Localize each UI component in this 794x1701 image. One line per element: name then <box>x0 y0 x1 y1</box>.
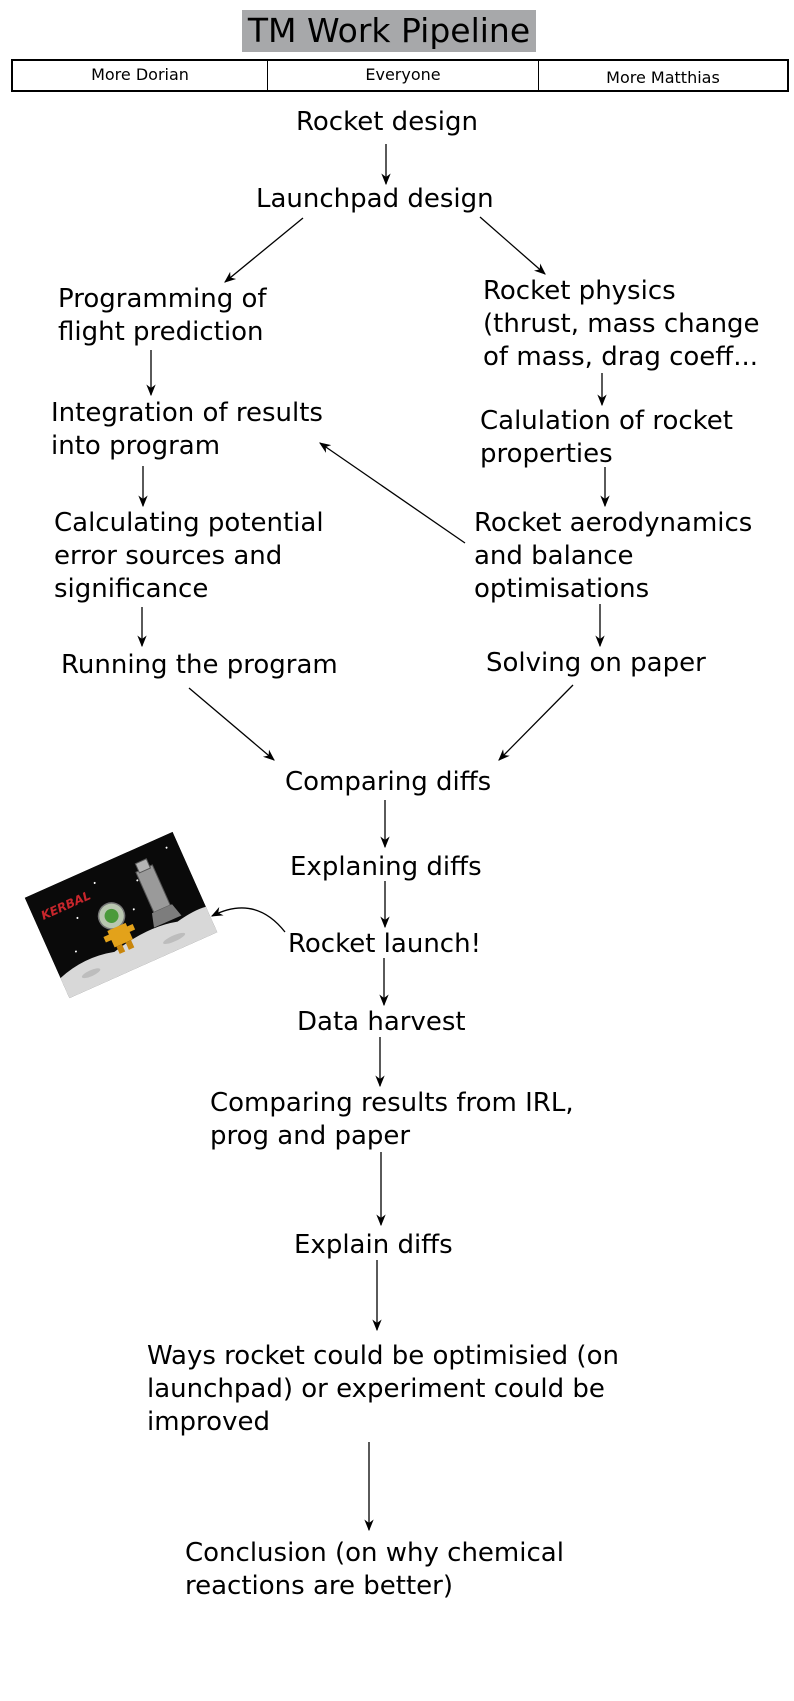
node-line: (thrust, mass change <box>483 309 760 339</box>
node-line: flight prediction <box>58 317 264 347</box>
header-col-matthias: More Matthias <box>606 68 720 87</box>
node-ways-optimised: Ways rocket could be optimisied (on laun… <box>147 1340 619 1439</box>
node-line: Calulation of rocket <box>480 406 733 436</box>
arrow-launchpad-to-programming <box>224 217 304 283</box>
arrow-launchpad-to-physics <box>479 216 546 275</box>
kerbal-image: KERBAL <box>24 831 218 999</box>
node-line: Rocket physics <box>483 276 676 306</box>
node-running-program: Running the program <box>61 649 338 682</box>
arrow-launch-to-kerbal <box>210 907 286 933</box>
node-line: improved <box>147 1407 270 1437</box>
node-line: Running the program <box>61 650 338 680</box>
diagram-title: TM Work Pipeline <box>242 10 536 52</box>
node-calculation-rocket-properties: Calulation of rocket properties <box>480 405 733 471</box>
node-launchpad-design: Launchpad design <box>256 183 494 216</box>
node-line: prog and paper <box>210 1121 411 1151</box>
node-calculating-error-sources: Calculating potential error sources and … <box>54 507 324 606</box>
node-line: into program <box>51 431 221 461</box>
node-line: Solving on paper <box>486 648 706 678</box>
node-line: significance <box>54 574 209 604</box>
node-rocket-launch: Rocket launch! <box>288 928 481 961</box>
node-line: Programming of <box>58 284 267 314</box>
node-rocket-physics: Rocket physics (thrust, mass change of m… <box>483 275 760 374</box>
node-line: Data harvest <box>297 1007 466 1037</box>
node-line: Comparing results from IRL, <box>210 1088 574 1118</box>
node-line: Ways rocket could be optimisied (on <box>147 1341 619 1371</box>
node-rocket-aerodynamics: Rocket aerodynamics and balance optimisa… <box>474 507 752 606</box>
node-line: optimisations <box>474 574 650 604</box>
node-line: Explaning diffs <box>290 852 482 882</box>
node-line: Explain diffs <box>294 1230 453 1260</box>
arrow-solving-to-comparing <box>498 684 574 761</box>
node-explaning-diffs: Explaning diffs <box>290 851 482 884</box>
node-line: Rocket design <box>296 107 478 137</box>
node-explain-diffs: Explain diffs <box>294 1229 453 1262</box>
header-col-dorian: More Dorian <box>13 61 268 90</box>
node-line: Calculating potential <box>54 508 324 538</box>
kerbal-illustration: KERBAL <box>24 831 218 999</box>
node-programming-flight-prediction: Programming of flight prediction <box>58 283 267 349</box>
node-solving-on-paper: Solving on paper <box>486 647 706 680</box>
node-line: launchpad) or experiment could be <box>147 1374 605 1404</box>
node-line: properties <box>480 439 613 469</box>
node-line: Rocket aerodynamics <box>474 508 753 538</box>
arrow-running-to-comparing <box>188 687 275 761</box>
node-line: Launchpad design <box>256 184 494 214</box>
node-conclusion: Conclusion (on why chemical reactions ar… <box>185 1537 564 1603</box>
node-comparing-results: Comparing results from IRL, prog and pap… <box>210 1087 574 1153</box>
node-integration-results: Integration of results into program <box>51 397 323 463</box>
node-line: of mass, drag coeff... <box>483 342 759 372</box>
node-rocket-design: Rocket design <box>296 106 478 139</box>
header-col-everyone: Everyone <box>268 61 539 90</box>
arrow-aerodynamics-to-integration <box>319 442 466 544</box>
node-data-harvest: Data harvest <box>297 1006 466 1039</box>
node-comparing-diffs: Comparing diffs <box>285 766 491 799</box>
node-line: Conclusion (on why chemical <box>185 1538 564 1568</box>
node-line: error sources and <box>54 541 283 571</box>
node-line: reactions are better) <box>185 1571 453 1601</box>
node-line: Integration of results <box>51 398 323 428</box>
contribution-header: More Dorian Everyone More Matthias <box>11 59 789 92</box>
node-line: Rocket launch! <box>288 929 481 959</box>
node-line: and balance <box>474 541 634 571</box>
node-line: Comparing diffs <box>285 767 492 797</box>
